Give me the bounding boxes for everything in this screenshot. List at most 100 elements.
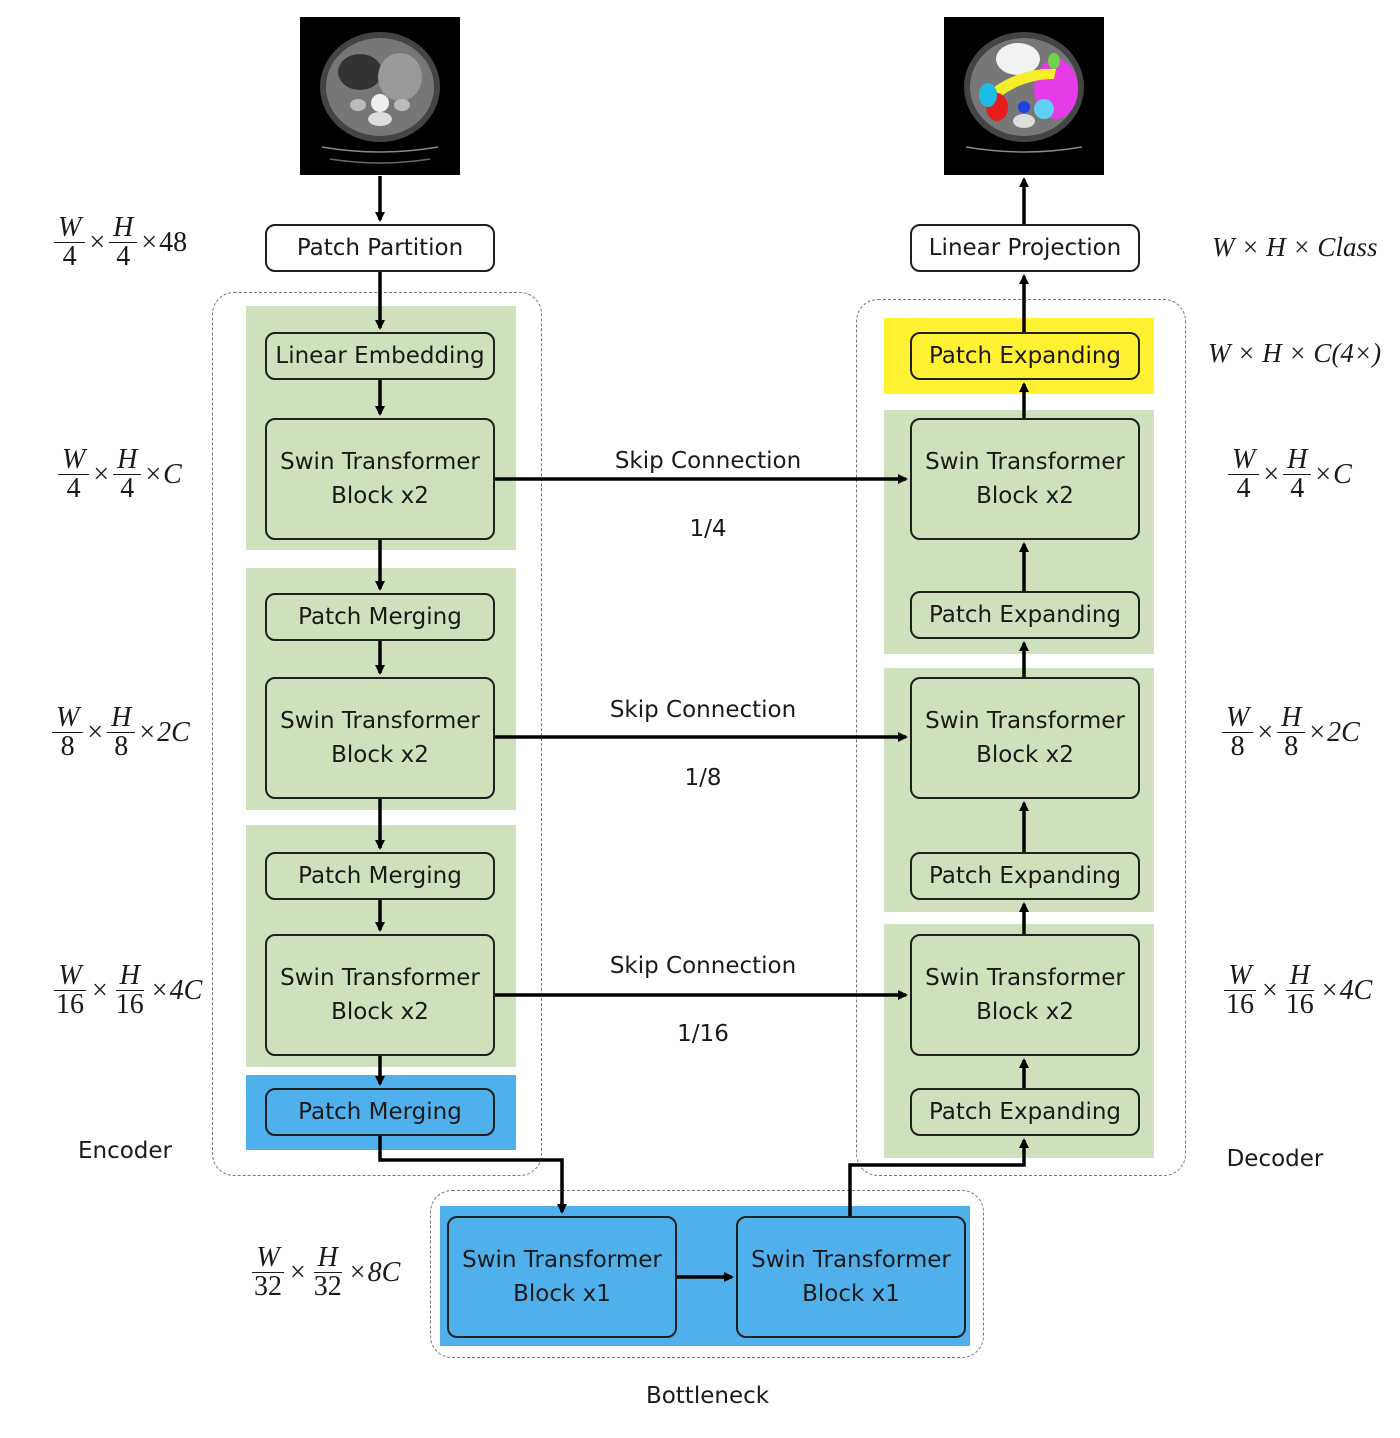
encoder-region	[212, 292, 542, 1176]
dim-left-5-hd: 32	[313, 1271, 342, 1302]
dim-left-4-hd: 16	[115, 989, 144, 1020]
dim-left-2-wd: 4	[66, 473, 81, 504]
dim-right-2-hd: 8	[1284, 731, 1299, 762]
encoder-stage2-block: Swin Transformer Block x2	[265, 677, 495, 799]
bottleneck-title: Bottleneck	[645, 1383, 770, 1409]
encoder-patch-merging-1-label: Patch Merging	[298, 604, 462, 630]
expanded-dim-label: W × H × C(4×)	[1208, 338, 1382, 368]
dim-left-3-hn: H	[107, 704, 136, 733]
skip-connection-3-label: Skip Connection 1/16	[583, 915, 823, 1051]
dim-right-3-wd: 16	[1226, 989, 1254, 1020]
dim-left-4-suffix: 4C	[169, 974, 203, 1006]
dim-left-2-wn: W	[58, 446, 90, 475]
skip-connection-3-text: Skip Connection	[609, 953, 797, 979]
bottleneck-region	[430, 1190, 984, 1358]
encoder-patch-merging-3-label: Patch Merging	[298, 1099, 462, 1125]
dim-right-3-suffix: 4C	[1339, 974, 1373, 1006]
arrow-merge3-to-bottleneck	[378, 1136, 567, 1214]
patch-partition-box: Patch Partition	[265, 224, 495, 272]
dim-right-1-suffix: C	[1333, 458, 1352, 490]
dim-left-5-suffix: 8C	[367, 1256, 401, 1288]
dim-left-1-suffix: 48	[159, 226, 188, 258]
decoder-final-patch-expanding-label: Patch Expanding	[928, 343, 1122, 369]
linear-embedding-label: Linear Embedding	[275, 343, 485, 369]
encoder-stage1-block: Swin Transformer Block x2	[265, 418, 495, 540]
dim-right-2-hn: H	[1277, 704, 1306, 733]
encoder-stage2-block-label: Swin Transformer Block x2	[280, 708, 480, 768]
linear-projection-box: Linear Projection	[910, 224, 1140, 272]
dim-right-1-hn: H	[1283, 446, 1312, 475]
dim-left-5-wn: W	[252, 1244, 284, 1273]
decoder-stage3-block: Swin Transformer Block x2	[910, 934, 1140, 1056]
linear-embedding-box: Linear Embedding	[265, 332, 495, 380]
dim-right-1-wn: W	[1228, 446, 1260, 475]
dim-left-1-hd: 4	[116, 241, 131, 272]
dim-left-3-suffix: 2C	[157, 716, 190, 748]
encoder-patch-merging-2: Patch Merging	[265, 852, 495, 900]
dim-left-3-wd: 8	[60, 731, 75, 762]
dim-left-4-wd: 16	[56, 989, 84, 1020]
bottleneck-block-a-label: Swin Transformer Block x1	[462, 1247, 662, 1307]
dim-left-4-hn: H	[115, 962, 144, 991]
arrow-bottleneck-to-decoder	[848, 1138, 1029, 1216]
decoder-patch-expanding-3-label: Patch Expanding	[928, 1099, 1122, 1125]
dim-left-3-hd: 8	[114, 731, 129, 762]
skip-connection-1-ratio: 1/4	[689, 516, 727, 542]
dim-left-4-wn: W	[54, 962, 86, 991]
dim-right-1-wd: 4	[1236, 473, 1251, 504]
decoder-stage2-block-label: Swin Transformer Block x2	[925, 708, 1125, 768]
skip-connection-1-text: Skip Connection	[614, 448, 802, 474]
encoder-stage3-block: Swin Transformer Block x2	[265, 934, 495, 1056]
bottleneck-block-b: Swin Transformer Block x1	[736, 1216, 966, 1338]
output-dim-label: W × H × Class	[1212, 232, 1378, 262]
dim-left-2-hn: H	[113, 446, 142, 475]
encoder-stage3-block-label: Swin Transformer Block x2	[280, 965, 480, 1025]
decoder-stage1-block: Swin Transformer Block x2	[910, 418, 1140, 540]
decoder-patch-expanding-2-label: Patch Expanding	[928, 863, 1122, 889]
decoder-final-patch-expanding: Patch Expanding	[910, 332, 1140, 380]
dim-right-2-wd: 8	[1230, 731, 1245, 762]
encoder-title: Encoder	[77, 1138, 173, 1164]
encoder-patch-merging-3: Patch Merging	[265, 1088, 495, 1136]
bottleneck-block-a: Swin Transformer Block x1	[447, 1216, 677, 1338]
dim-right-2-wn: W	[1222, 704, 1254, 733]
decoder-stage3-block-label: Swin Transformer Block x2	[925, 965, 1125, 1025]
skip-connection-1-label: Skip Connection 1/4	[588, 410, 828, 546]
dim-left-5-wd: 32	[254, 1271, 282, 1302]
decoder-patch-expanding-3: Patch Expanding	[910, 1088, 1140, 1136]
decoder-patch-expanding-2: Patch Expanding	[910, 852, 1140, 900]
skip-connection-2-ratio: 1/8	[684, 765, 722, 791]
dim-right-3-wn: W	[1224, 962, 1256, 991]
decoder-title: Decoder	[1226, 1146, 1324, 1172]
decoder-stage1-block-label: Swin Transformer Block x2	[925, 449, 1125, 509]
dim-left-1-wd: 4	[62, 241, 77, 272]
skip-connection-2-text: Skip Connection	[609, 697, 797, 723]
dim-right-1-hd: 4	[1290, 473, 1305, 504]
encoder-patch-merging-1: Patch Merging	[265, 593, 495, 641]
bottleneck-block-b-label: Swin Transformer Block x1	[751, 1247, 951, 1307]
encoder-stage1-block-label: Swin Transformer Block x2	[280, 449, 480, 509]
linear-projection-label: Linear Projection	[928, 235, 1122, 261]
dim-right-3-hd: 16	[1285, 989, 1314, 1020]
skip-connection-2-label: Skip Connection 1/8	[583, 659, 823, 795]
dim-left-1-hn: H	[109, 214, 138, 243]
dim-right-3-hn: H	[1285, 962, 1314, 991]
encoder-patch-merging-2-label: Patch Merging	[298, 863, 462, 889]
input-ct-image	[300, 17, 460, 175]
dim-left-2-suffix: C	[163, 458, 182, 490]
decoder-patch-expanding-1-label: Patch Expanding	[928, 602, 1122, 628]
output-segmentation-image	[944, 17, 1104, 175]
dim-right-2-suffix: 2C	[1327, 716, 1360, 748]
decoder-stage2-block: Swin Transformer Block x2	[910, 677, 1140, 799]
dim-left-1-wn: W	[54, 214, 86, 243]
